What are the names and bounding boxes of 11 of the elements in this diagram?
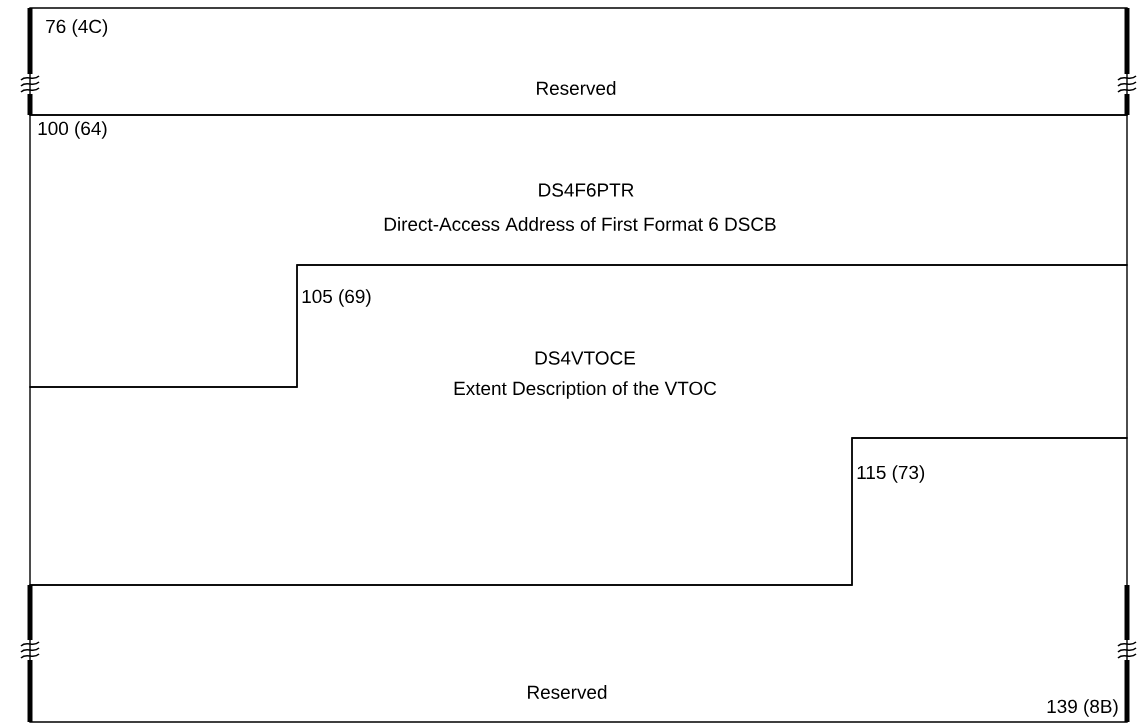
field-name: DS4F6PTR	[539, 183, 634, 197]
field-name: Reserved	[528, 685, 607, 699]
offset-label: 139 (8B)	[1047, 699, 1118, 717]
offset-label: 76 (4C)	[46, 19, 108, 37]
offset-label: 115 (73)	[857, 465, 925, 483]
field-description: Direct-Access Address of First Format 6 DSCB	[384, 217, 776, 231]
field-name: DS4VTOCE	[535, 351, 636, 365]
field-name: Reserved	[537, 81, 616, 95]
offset-label: 105 (69)	[302, 289, 371, 307]
field-description: Extent Description of the VTOC	[454, 381, 717, 399]
offset-label: 100 (64)	[38, 121, 107, 139]
